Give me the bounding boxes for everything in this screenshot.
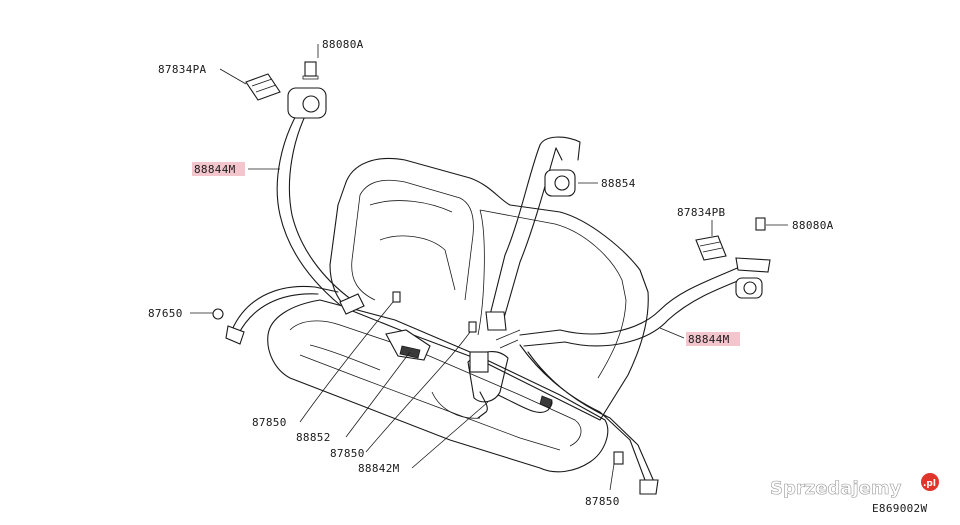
- label-buckle-left: 87650: [148, 307, 183, 320]
- watermark-text: Sprzedajemy: [770, 478, 902, 499]
- highlight-belt-left: [192, 162, 245, 176]
- seat-back-inner: [351, 179, 474, 301]
- left-trim-cover: [245, 73, 281, 101]
- center-belt-webbing: [489, 144, 557, 319]
- leader-87850-bottom: [609, 463, 615, 491]
- seat-cushion-seam: [309, 344, 481, 419]
- leader-87850-a: [299, 301, 394, 423]
- label-buckle-87850-b: 87850: [330, 447, 365, 460]
- leader-87834pa: [219, 68, 247, 85]
- seat-cushion-inner: [289, 320, 582, 451]
- watermark-suffix: .pl: [923, 479, 936, 489]
- left-buckle-strap: [231, 285, 339, 336]
- watermark-badge: [921, 473, 939, 491]
- right-retractor-spool: [743, 281, 757, 295]
- seat-cushion-outline: [267, 299, 609, 473]
- rear-seat: [267, 157, 649, 473]
- center-belt-top: [539, 136, 581, 161]
- label-bolt-upper-left: 88080A: [322, 38, 364, 51]
- label-diagram-code: E869002W: [872, 502, 927, 515]
- center-buckle-head: [469, 351, 489, 373]
- leader-87850-b: [365, 331, 471, 453]
- left-buckle-end: [225, 325, 245, 345]
- right-belt-lower: [519, 344, 656, 485]
- center-clip: [495, 329, 521, 349]
- center-buckle-wire: [477, 391, 553, 419]
- part-labels: 88080A 87834PA 88844M 88854 87834PB 8808…: [148, 38, 927, 515]
- right-trim-cover-lines: [699, 241, 723, 253]
- watermark: Sprzedajemy .pl: [770, 473, 939, 499]
- left-belt-tongue: [339, 293, 365, 315]
- right-belt-assembly: [519, 217, 771, 495]
- label-buckle-88842m: 88842M: [358, 462, 400, 475]
- left-belt-webbing: [276, 111, 353, 306]
- bolt-87850-b: [468, 321, 477, 333]
- label-buckle-88852: 88852: [296, 431, 331, 444]
- left-trim-cover-lines: [251, 78, 277, 93]
- left-buckle-bolt: [212, 308, 224, 320]
- left-bolt-head: [302, 75, 319, 80]
- center-retractor-spool: [554, 175, 570, 191]
- label-center-retractor: 88854: [601, 177, 636, 190]
- center-retractor: [544, 169, 576, 197]
- bolt-87850-a: [392, 291, 401, 303]
- label-belt-left: 88844M: [194, 163, 236, 176]
- leader-lines: [190, 44, 788, 491]
- left-retractor-spool: [302, 95, 320, 113]
- center-belt-tongue: [485, 311, 507, 331]
- center-belt-assembly: [385, 136, 581, 419]
- right-belt-webbing: [519, 265, 746, 347]
- label-cover-right: 87834PB: [677, 206, 726, 219]
- seat-back-fold: [369, 200, 456, 291]
- highlight-belt-right: [686, 332, 740, 346]
- center-buckle-connector: [539, 395, 553, 409]
- right-anchor-plate: [735, 257, 771, 273]
- leader-88844m-right: [659, 327, 685, 339]
- leader-88842m: [411, 401, 489, 469]
- label-cover-left: 87834PA: [158, 63, 207, 76]
- left-retractor: [287, 87, 327, 119]
- label-belt-right: 88844M: [688, 333, 730, 346]
- seat-back-outline: [329, 157, 649, 421]
- left-anchor-bolt: [304, 61, 317, 77]
- label-bolt-right: 88080A: [792, 219, 834, 232]
- label-bolt-87850-bottom: 87850: [585, 495, 620, 508]
- left-belt-assembly: [212, 61, 365, 345]
- right-belt-end: [639, 479, 659, 495]
- leader-88852: [345, 351, 411, 438]
- right-anchor-bolt: [755, 217, 766, 231]
- bolt-87850-bottom: [613, 451, 624, 465]
- label-buckle-87850-a: 87850: [252, 416, 287, 429]
- seat-back-inner-right: [477, 209, 627, 379]
- right-retractor: [735, 277, 763, 299]
